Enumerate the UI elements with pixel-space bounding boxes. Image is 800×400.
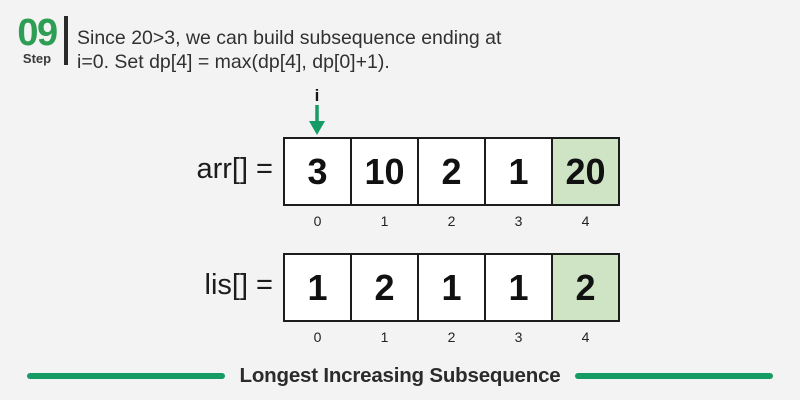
footer-right-rule: [575, 373, 774, 379]
lis-array-label: lis[] =: [204, 269, 274, 301]
arr-cell-4-highlighted: 20: [551, 137, 620, 206]
lis-index-1: 1: [380, 329, 389, 345]
arr-index-0: 0: [313, 213, 322, 229]
header-divider: [64, 16, 68, 65]
lis-cell-1: 2: [350, 253, 419, 322]
arr-cell-3: 1: [484, 137, 553, 206]
step-description-line2: i=0. Set dp[4] = max(dp[4], dp[0]+1).: [77, 50, 390, 73]
step-description: Since 20>3, we can build subsequence end…: [77, 27, 577, 74]
lis-cell-2: 1: [417, 253, 486, 322]
lis-index-4: 4: [581, 329, 590, 345]
lis-index-3: 3: [514, 329, 523, 345]
lis-index-0: 0: [313, 329, 322, 345]
footer-left-rule: [27, 373, 225, 379]
arr-array-label: arr[] =: [196, 153, 273, 185]
lis-cell-3: 1: [484, 253, 553, 322]
lis-array-cells: 1 2 1 1 2: [283, 253, 620, 322]
footer: Longest Increasing Subsequence: [27, 364, 774, 388]
step-description-line1: Since 20>3, we can build subsequence end…: [77, 27, 502, 49]
lis-index-row: 0 1 2 3 4: [284, 329, 619, 345]
pointer-i-label: i: [314, 86, 320, 105]
lis-cell-0: 1: [283, 253, 352, 322]
arr-index-4: 4: [581, 213, 590, 229]
arr-index-2: 2: [447, 213, 456, 229]
arr-cell-2: 2: [417, 137, 486, 206]
arr-cell-1: 10: [350, 137, 419, 206]
step-number: 09: [17, 12, 58, 54]
arr-index-row: 0 1 2 3 4: [284, 213, 619, 229]
arr-array-cells: 3 10 2 1 20: [283, 137, 620, 206]
arrow-down-icon: [304, 102, 330, 143]
footer-title: Longest Increasing Subsequence: [239, 364, 561, 387]
lis-index-2: 2: [447, 329, 456, 345]
step-label: Step: [22, 51, 52, 66]
arr-index-3: 3: [514, 213, 523, 229]
lis-cell-4-highlighted: 2: [551, 253, 620, 322]
arr-index-1: 1: [380, 213, 389, 229]
arr-cell-0: 3: [283, 137, 352, 206]
